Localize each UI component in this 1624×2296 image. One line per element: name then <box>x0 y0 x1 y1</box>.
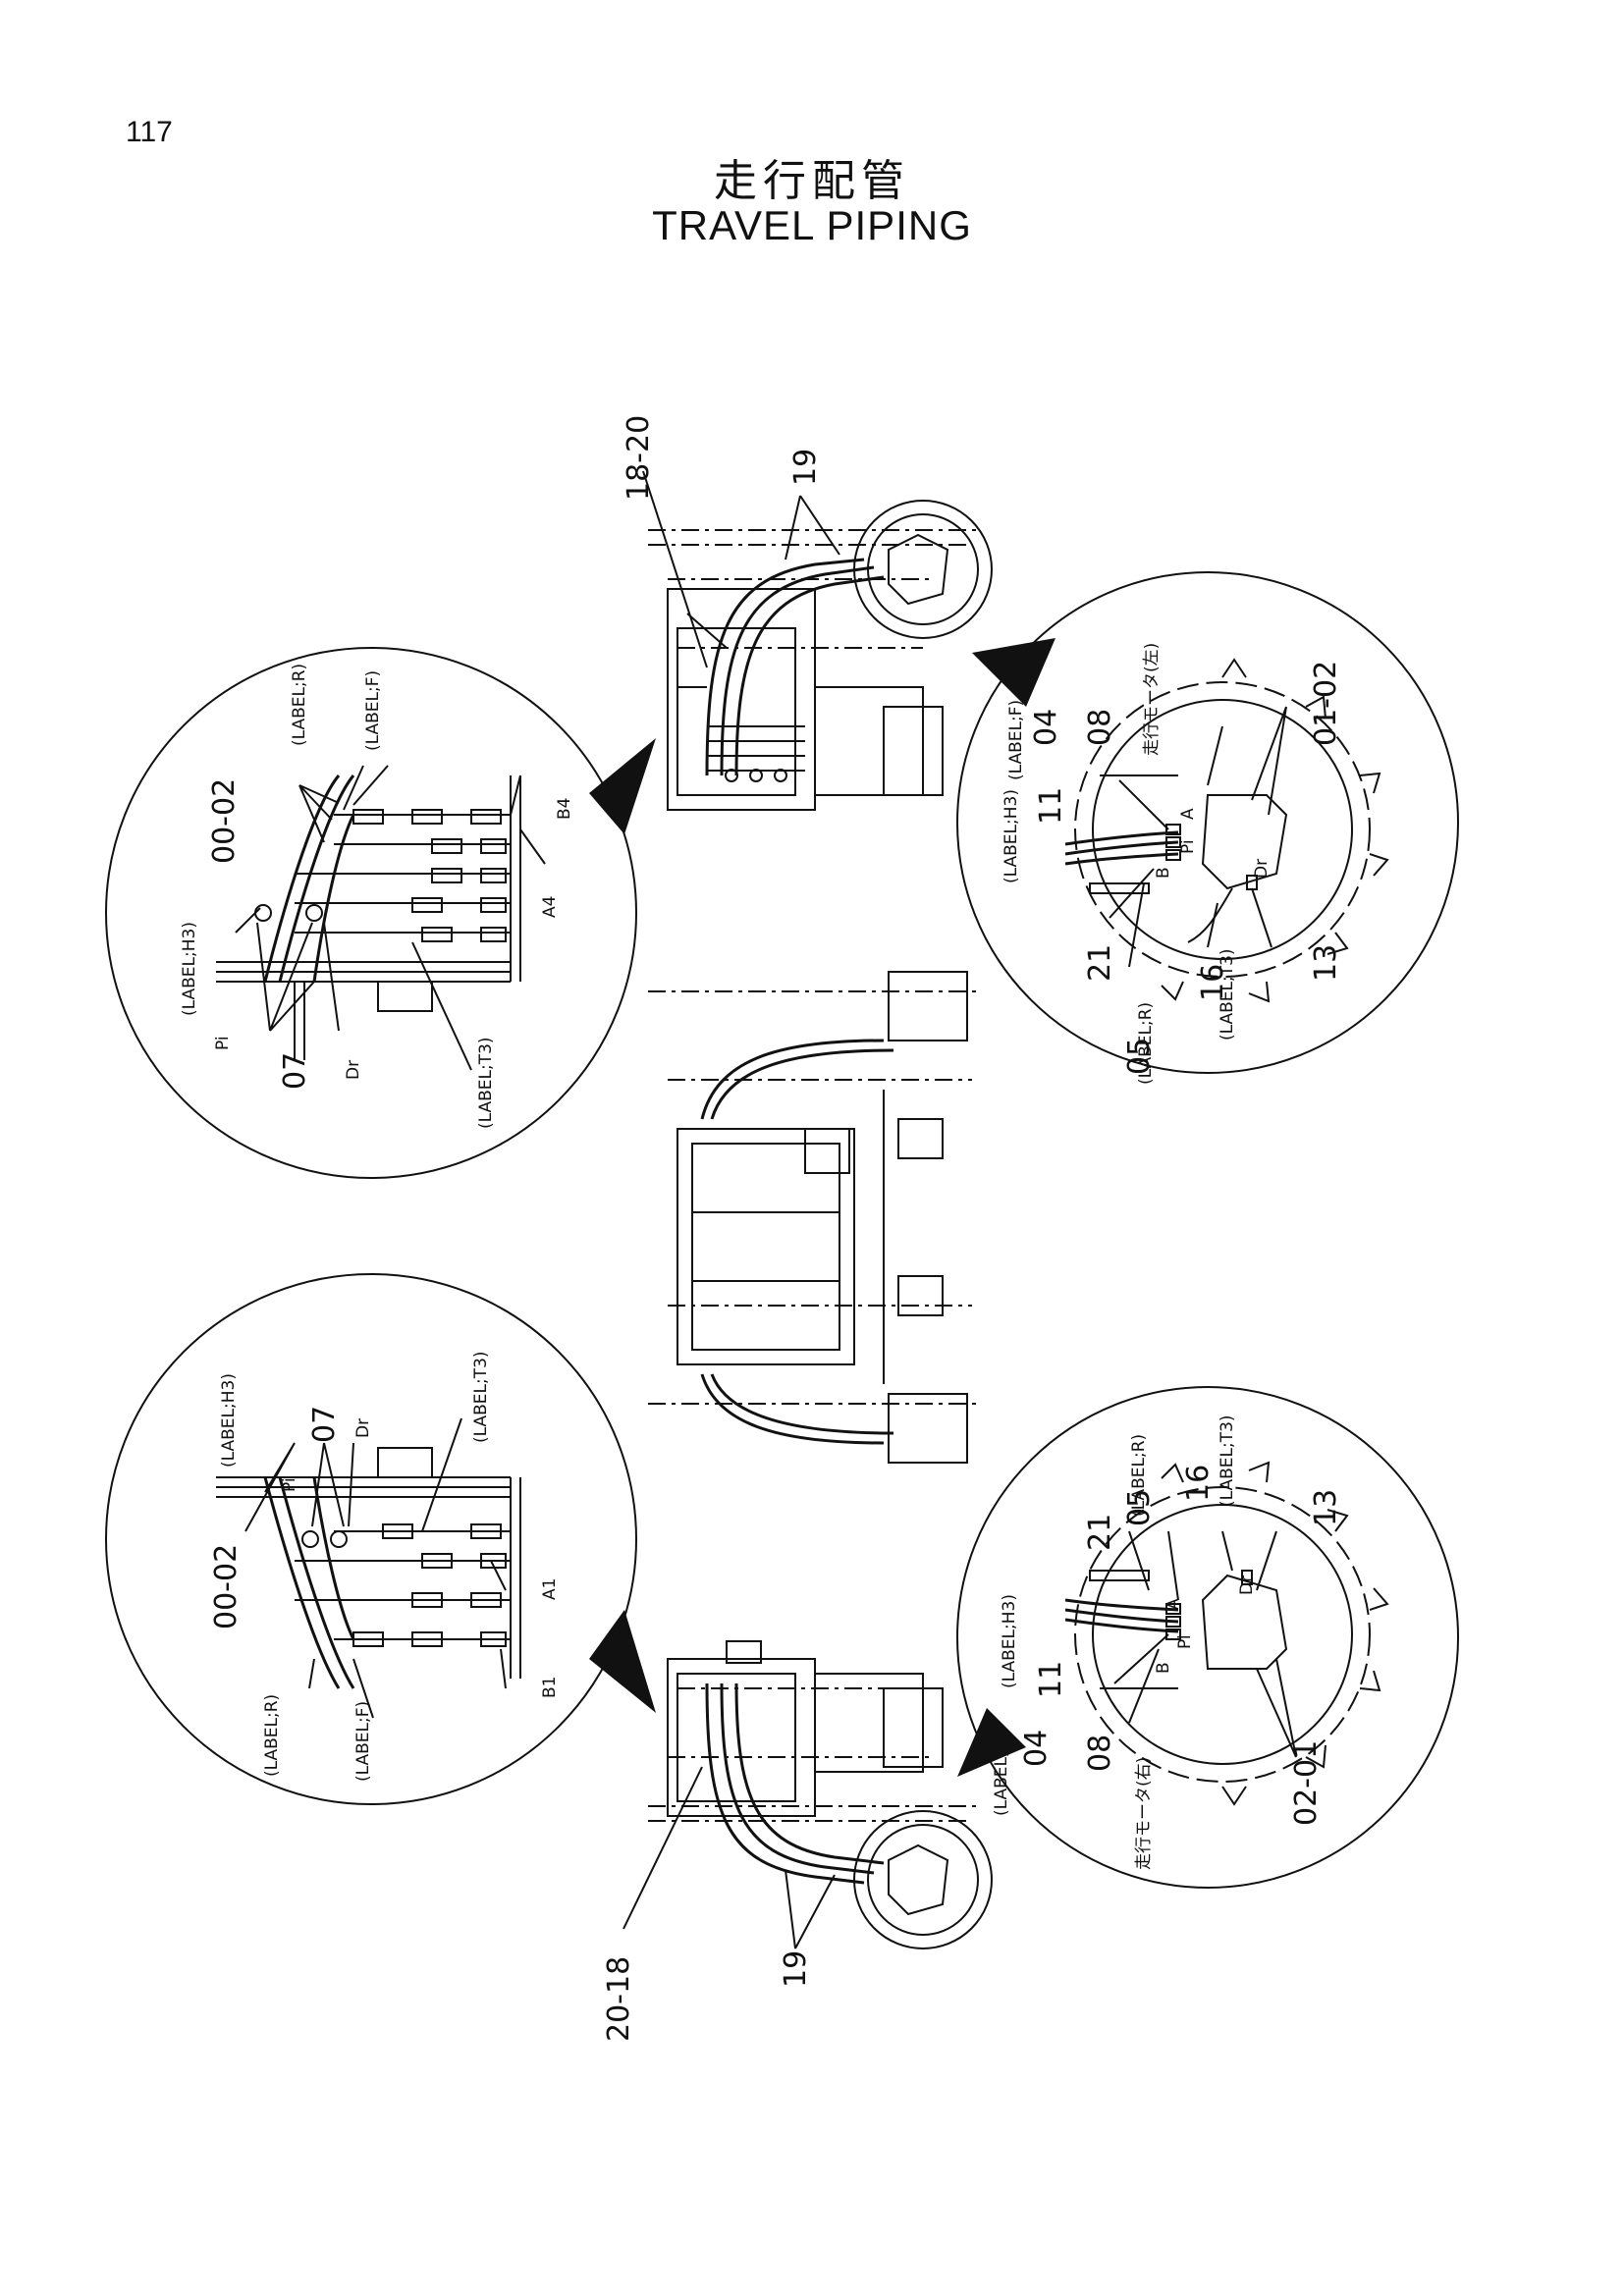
ur-callout-11: 11 <box>1034 787 1068 825</box>
top-center-view <box>642 470 993 811</box>
callout-19-bottom: 19 <box>779 1950 813 1988</box>
title-english: TRAVEL PIPING <box>652 202 972 248</box>
ll-label-h3: (LABEL;H3) <box>219 1373 239 1468</box>
ul-label-r: (LABEL;R) <box>290 664 309 746</box>
lr-callout-04: 04 <box>1019 1730 1054 1767</box>
ur-dr: Dr <box>1252 859 1272 879</box>
ul-pi: Pi <box>213 1036 233 1050</box>
ul-label-f: (LABEL;F) <box>363 670 383 751</box>
lr-label-f: (LABEL;F) <box>992 1735 1011 1816</box>
ur-callout-13: 13 <box>1309 944 1343 982</box>
ul-a4: A4 <box>540 896 560 918</box>
ll-dr: Dr <box>353 1418 373 1438</box>
ur-label-h3: (LABEL;H3) <box>1001 789 1021 883</box>
ll-pi: Pi <box>280 1477 299 1492</box>
ul-callout-00-02: 00-02 <box>207 778 242 864</box>
ur-callout-05: 05 <box>1122 1038 1157 1075</box>
lr-callout-11: 11 <box>1034 1661 1068 1698</box>
page-number: 117 <box>126 116 173 148</box>
ul-callout-07: 07 <box>278 1052 312 1090</box>
callout-20-18: 20-18 <box>602 1956 636 2042</box>
ur-pi: Pi <box>1178 839 1198 854</box>
lower-right-detail <box>956 1386 1459 1889</box>
ur-label-f: (LABEL;F) <box>1006 700 1026 780</box>
ur-callout-01-02: 01-02 <box>1309 661 1343 746</box>
lr-label-h3: (LABEL;H3) <box>1000 1594 1019 1688</box>
ur-callout-04: 04 <box>1029 709 1063 746</box>
lr-dr: Dr <box>1237 1575 1257 1595</box>
lr-callout-21: 21 <box>1083 1514 1117 1551</box>
callout-19-top: 19 <box>788 449 823 486</box>
ur-label-t3: (LABEL;T3) <box>1218 948 1237 1041</box>
ur-callout-08: 08 <box>1083 709 1117 746</box>
middle-center-view <box>648 971 982 1464</box>
lower-left-detail <box>105 1273 656 1805</box>
lr-motor-label: 走行モータ(右) <box>1134 1757 1154 1870</box>
upper-left-detail <box>105 647 656 1179</box>
lr-label-r: (LABEL;R) <box>1129 1434 1149 1517</box>
lr-a: A <box>1164 1598 1183 1610</box>
ll-label-r: (LABEL;R) <box>262 1694 282 1777</box>
lr-pi: Pi <box>1175 1634 1195 1649</box>
ur-callout-21: 21 <box>1083 944 1117 982</box>
upper-right-detail <box>956 571 1459 1074</box>
title-japanese: 走行配管 <box>714 156 910 206</box>
ur-a: A <box>1178 808 1198 820</box>
callout-18-20: 18-20 <box>622 415 656 501</box>
lr-b: B <box>1154 1662 1173 1674</box>
ll-callout-07: 07 <box>307 1406 342 1443</box>
ur-b: B <box>1154 867 1173 879</box>
ur-callout-16: 16 <box>1196 964 1230 1001</box>
ll-label-t3: (LABEL;T3) <box>471 1351 491 1443</box>
ll-a1: A1 <box>540 1578 560 1600</box>
ul-dr: Dr <box>344 1060 363 1080</box>
ll-b1: B1 <box>540 1677 560 1698</box>
ul-label-t3: (LABEL;T3) <box>476 1037 496 1129</box>
ul-b4: B4 <box>555 798 574 820</box>
lr-callout-05: 05 <box>1122 1489 1157 1526</box>
lr-callout-13: 13 <box>1309 1489 1343 1526</box>
ul-label-h3: (LABEL;H3) <box>180 922 199 1016</box>
ur-motor-label: 走行モータ(左) <box>1142 643 1162 756</box>
lr-callout-08: 08 <box>1083 1735 1117 1772</box>
lr-callout-02-01: 02-01 <box>1289 1740 1324 1826</box>
ur-label-r: (LABEL;R) <box>1136 1002 1156 1085</box>
bottom-center-view <box>623 1640 993 1949</box>
ll-label-f: (LABEL;F) <box>353 1701 373 1782</box>
lr-label-t3: (LABEL;T3) <box>1218 1415 1237 1507</box>
lr-callout-16: 16 <box>1181 1465 1216 1502</box>
ll-callout-00-02: 00-02 <box>209 1544 244 1629</box>
